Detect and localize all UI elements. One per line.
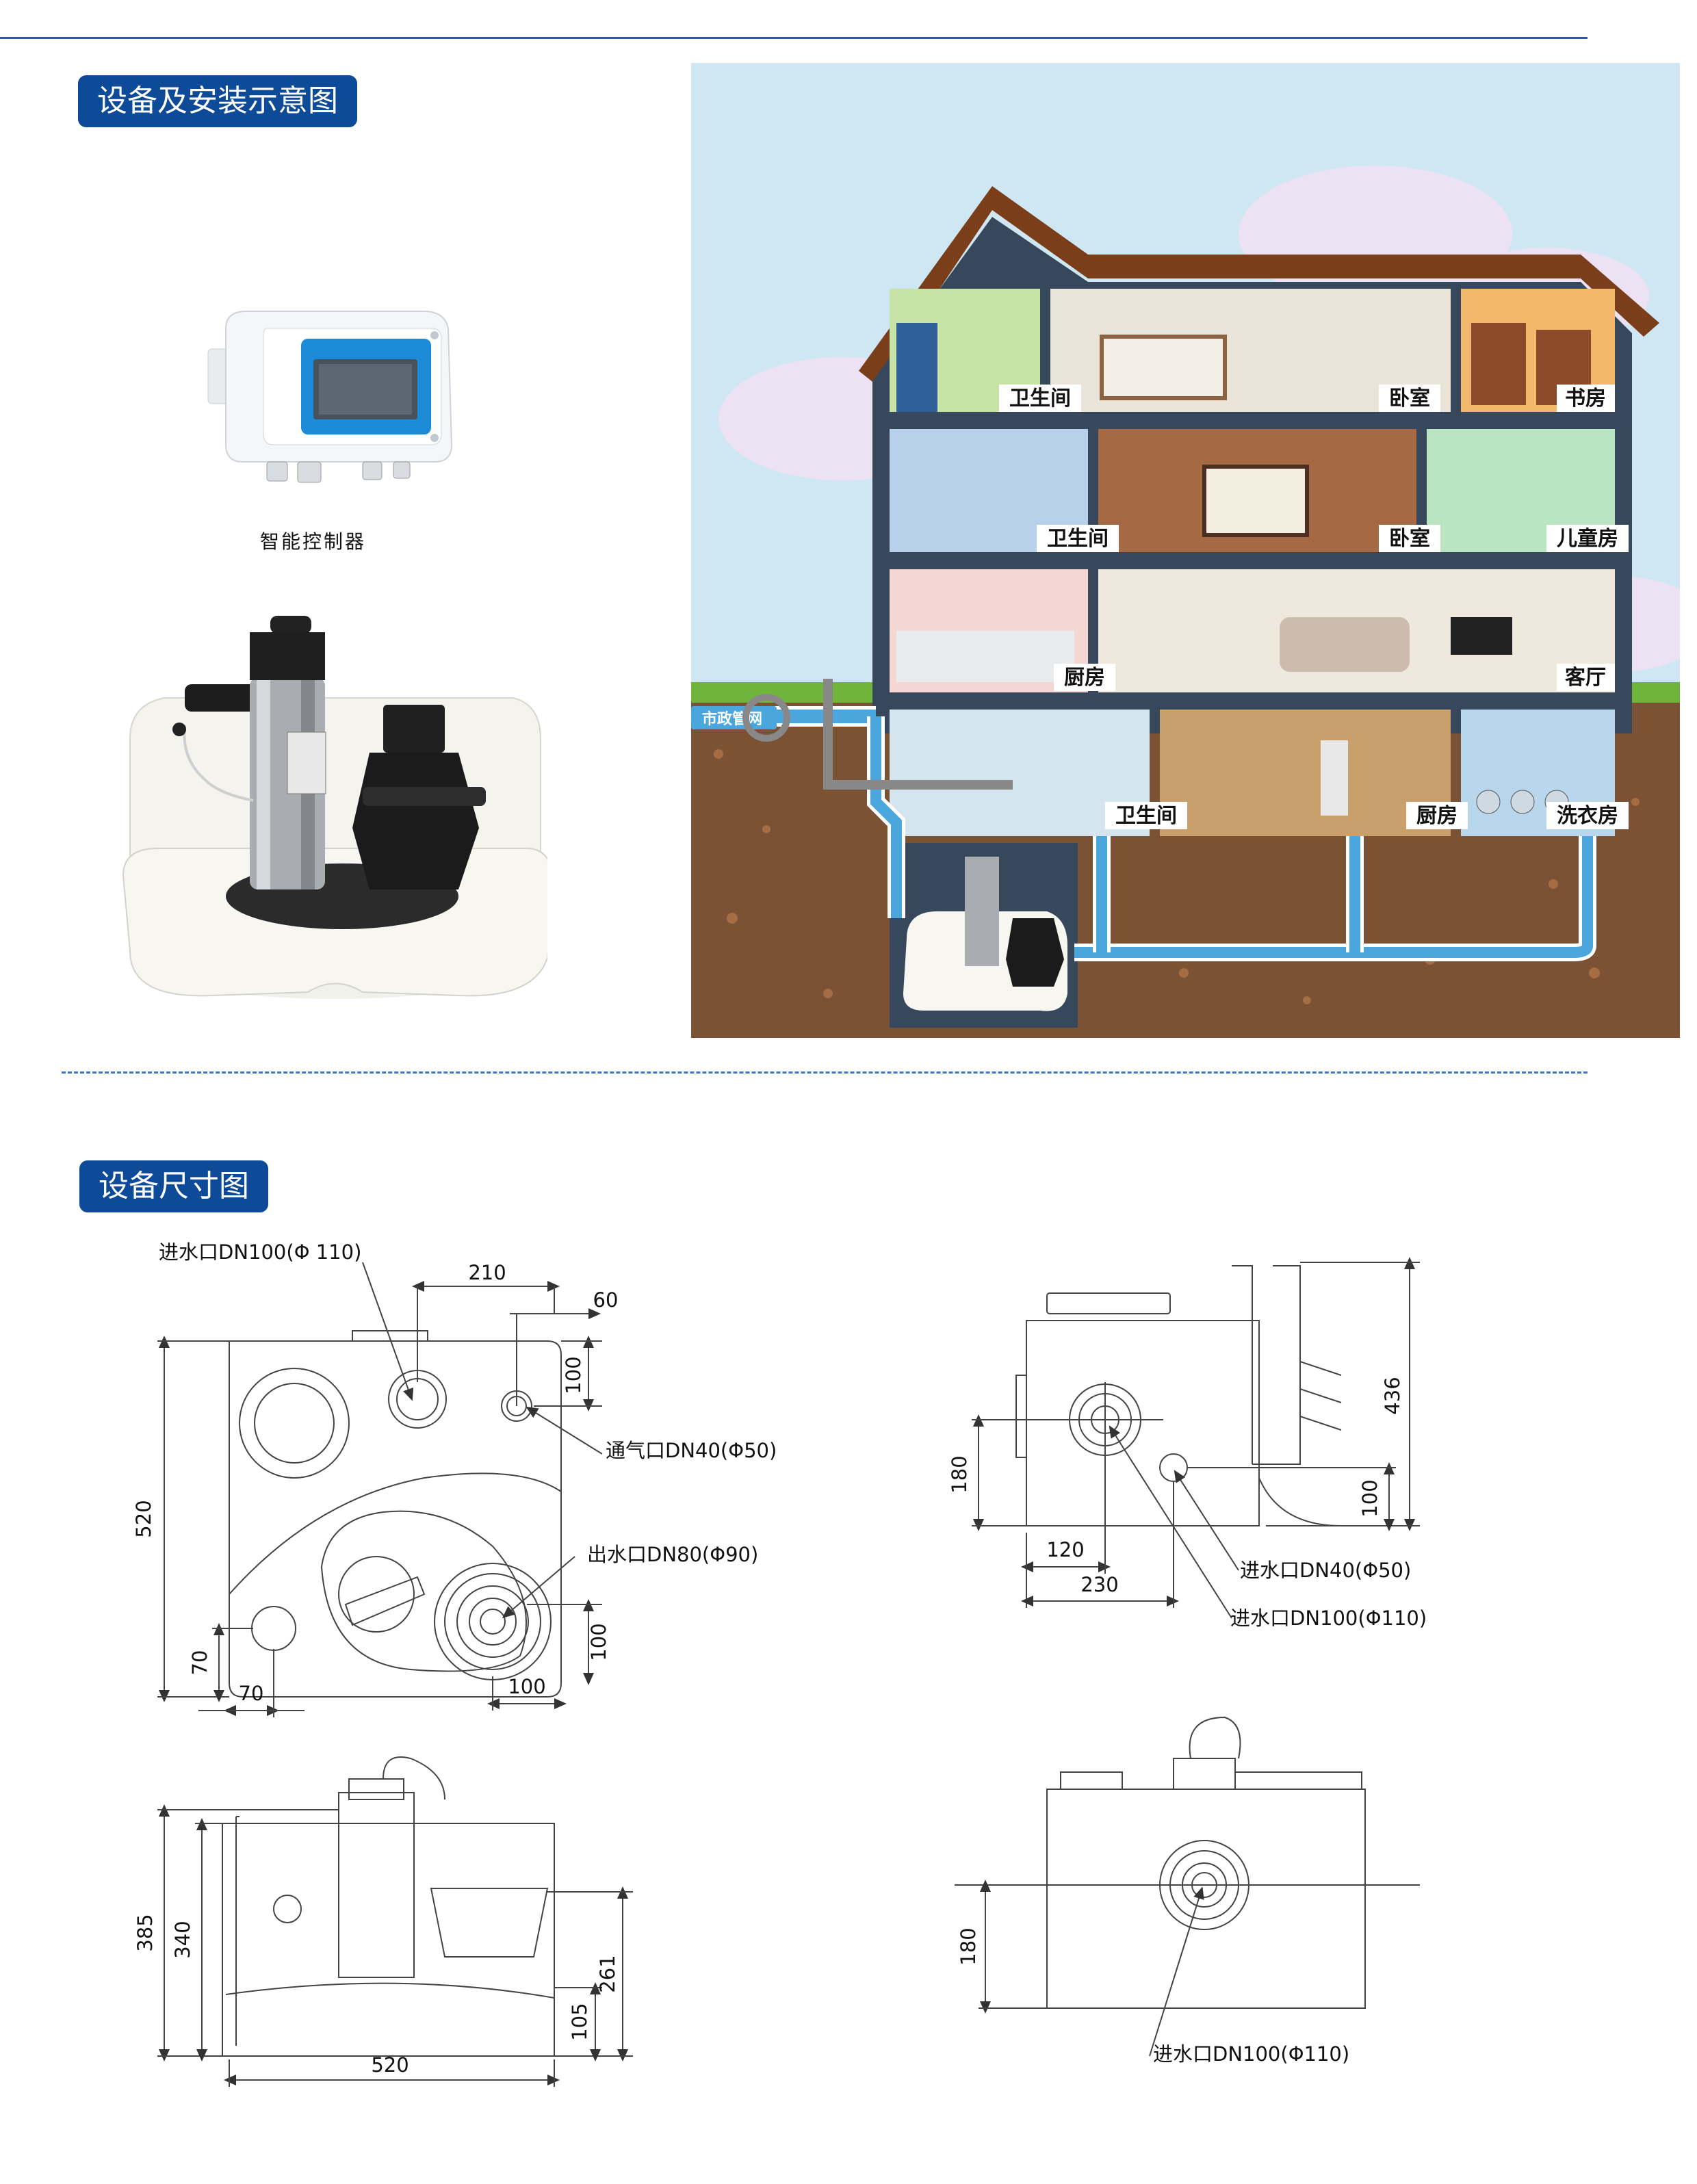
dim-side-436: 436 (1381, 1377, 1404, 1414)
label-kitchen-mid: 厨房 (1064, 666, 1105, 690)
dim-side-180: 180 (948, 1455, 971, 1493)
label-living-room: 客厅 (1565, 666, 1606, 690)
label-side-inlet-large: 进水口DN100(Φ110) (1230, 1607, 1427, 1630)
dim-front-340: 340 (171, 1921, 194, 1958)
controller-image (205, 308, 465, 502)
dim-top-100a: 100 (562, 1356, 585, 1394)
dim-back-180: 180 (957, 1927, 980, 1965)
pump-station-image (116, 602, 556, 1015)
dim-top-60: 60 (593, 1288, 619, 1312)
dim-top-100c: 100 (587, 1623, 610, 1661)
drawing-front-view (157, 1756, 633, 2087)
dim-side-120: 120 (1046, 1538, 1084, 1561)
drawing-back-view (955, 1716, 1420, 2057)
dim-front-105: 105 (568, 2003, 591, 2040)
dim-side-100: 100 (1358, 1479, 1382, 1517)
dim-front-385: 385 (133, 1914, 157, 1951)
dimension-drawings: 进水口DN100(Φ 110) 210 60 100 通气口DN40(Φ50) … (132, 1240, 1427, 2087)
dim-top-100b: 100 (508, 1675, 545, 1698)
label-study: 书房 (1565, 387, 1606, 411)
room-bath-top (890, 289, 1040, 412)
dim-top-70v: 70 (188, 1650, 211, 1676)
label-laundry: 洗衣房 (1557, 804, 1618, 828)
label-back-inlet: 进水口DN100(Φ110) (1153, 2042, 1349, 2066)
installation-diagram: 市政管网 卫生间 卧室 书房 卫生间 卧室 儿童房 厨房 客厅 卫生间 (691, 63, 1680, 1038)
drawing-top-view (157, 1262, 603, 1717)
label-kids-room: 儿童房 (1557, 527, 1618, 551)
dim-front-261: 261 (596, 1955, 619, 1992)
label-bedroom-mid: 卧室 (1389, 527, 1430, 551)
drawing-side-view (972, 1257, 1420, 1619)
label-kitchen-base: 厨房 (1416, 804, 1458, 828)
label-top-vent: 通气口DN40(Φ50) (606, 1439, 777, 1462)
section-divider (62, 1071, 1588, 1074)
section-title-size: 设备尺寸图 (79, 1160, 268, 1212)
label-bath-mid: 卫生间 (1047, 527, 1109, 551)
dim-front-520: 520 (371, 2053, 409, 2077)
room-living (1098, 569, 1615, 692)
dim-top-70h: 70 (239, 1682, 264, 1705)
room-bedroom-mid (1098, 429, 1416, 552)
label-top-inlet: 进水口DN100(Φ 110) (159, 1240, 361, 1264)
controller-caption: 智能控制器 (260, 530, 367, 553)
label-side-inlet-small: 进水口DN40(Φ50) (1240, 1559, 1411, 1582)
municipal-label: 市政管网 (702, 710, 762, 728)
section-title-install: 设备及安装示意图 (78, 75, 357, 127)
label-bedroom-top: 卧室 (1389, 387, 1430, 411)
room-kitchen-base (1160, 710, 1451, 836)
label-top-outlet: 出水口DN80(Φ90) (587, 1543, 758, 1566)
dim-top-210: 210 (468, 1261, 506, 1284)
dim-side-230: 230 (1080, 1573, 1118, 1596)
dim-top-520: 520 (132, 1500, 155, 1537)
header-rule (0, 37, 1588, 39)
label-bath-base: 卫生间 (1115, 804, 1177, 828)
label-bath-top: 卫生间 (1009, 387, 1071, 411)
